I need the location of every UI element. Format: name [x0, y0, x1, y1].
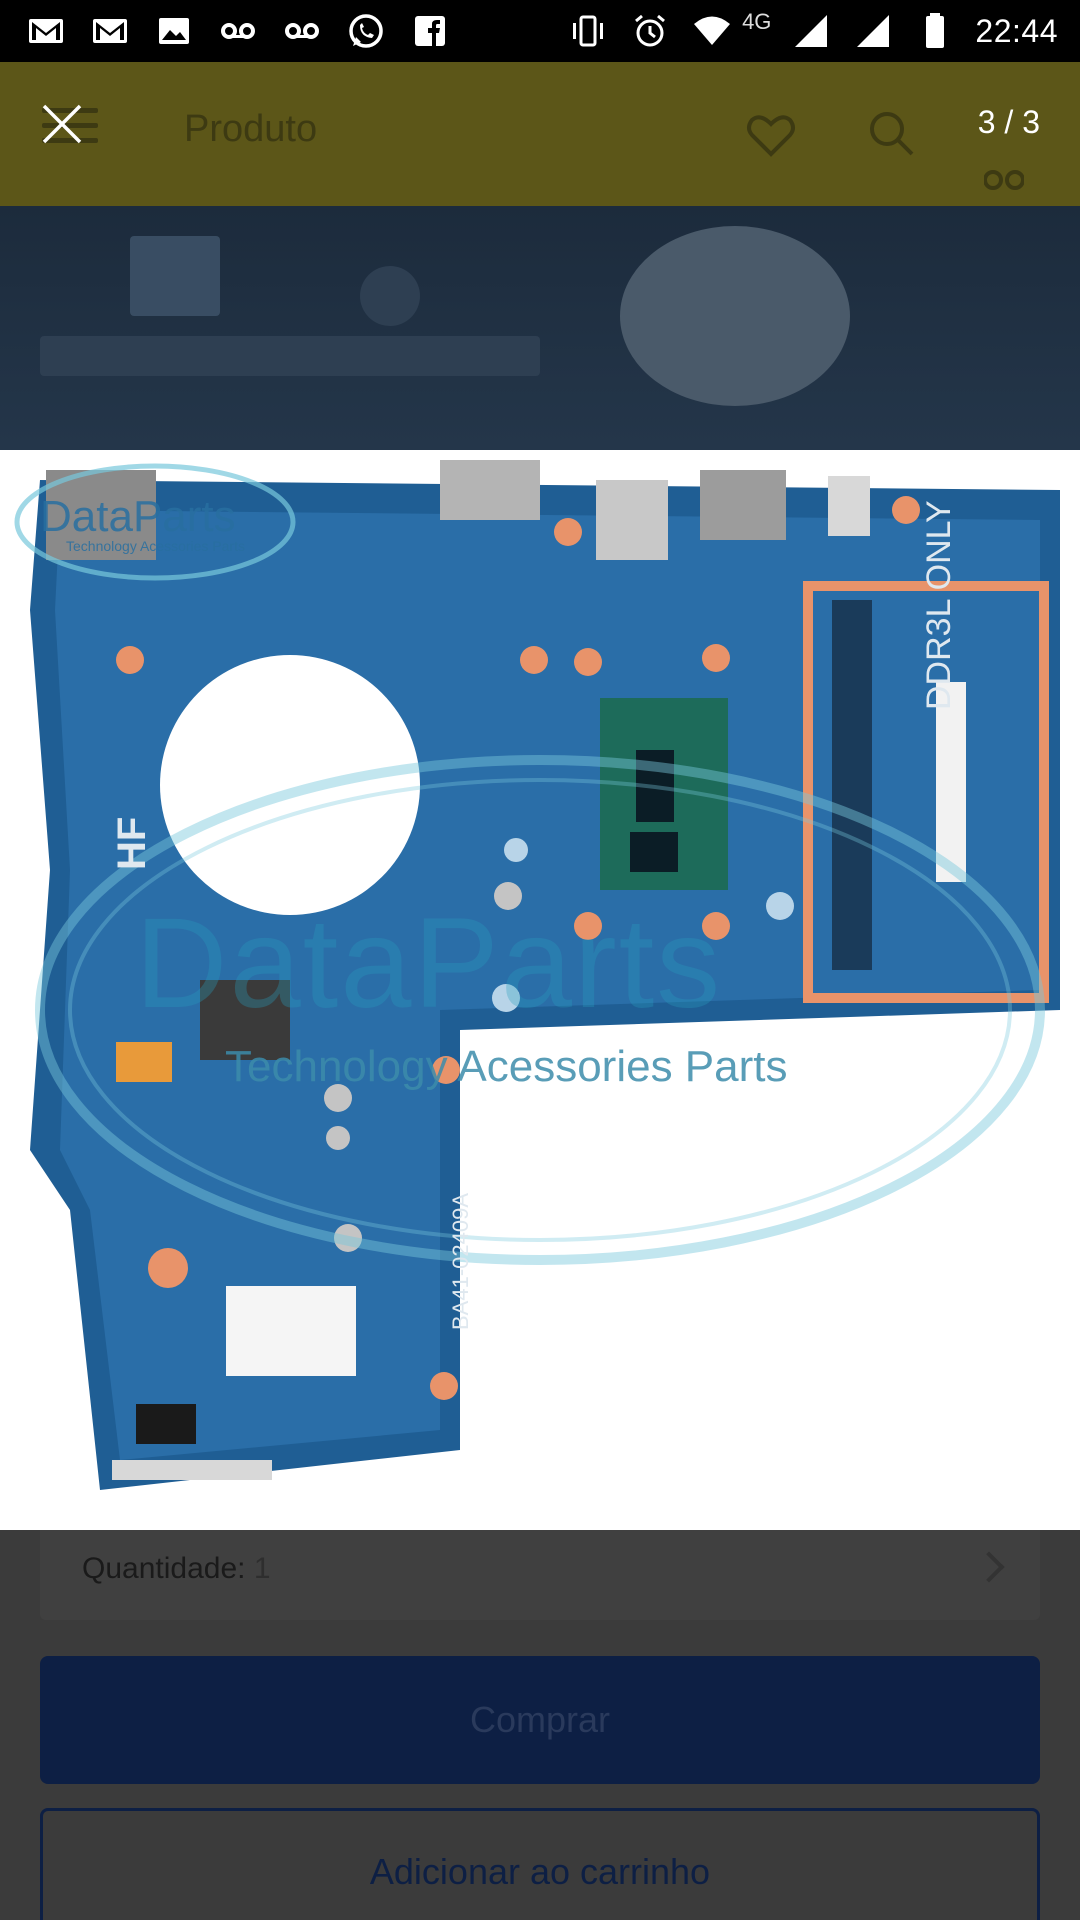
- board-label-memory: DDR3L ONLY: [920, 500, 958, 710]
- voicemail-icon: [216, 9, 260, 53]
- logo-brand: DataParts: [40, 492, 236, 541]
- gmail-icon: [24, 9, 68, 53]
- gmail-icon: [88, 9, 132, 53]
- cart-icon[interactable]: [983, 162, 1025, 192]
- quantity-selector[interactable]: Quantidade: 1: [40, 1522, 1040, 1620]
- alarm-icon: [628, 9, 672, 53]
- product-image[interactable]: DataParts Technology Acessories Parts Da…: [0, 450, 1080, 1530]
- status-bar: 4G 22:44: [0, 0, 1080, 62]
- board-label-part: BA41-02409A: [448, 1193, 473, 1330]
- add-to-cart-button[interactable]: Adicionar ao carrinho: [40, 1808, 1040, 1920]
- clock: 22:44: [975, 12, 1058, 49]
- signal-icon: [789, 9, 833, 53]
- search-icon[interactable]: [864, 106, 918, 160]
- motherboard-illustration: [14, 460, 1060, 1490]
- page-title: Produto: [184, 108, 318, 150]
- facebook-icon: [408, 9, 452, 53]
- quantity-label: Quantidade: 1: [82, 1552, 271, 1585]
- wifi-icon: [690, 9, 734, 53]
- gallery-icon: [152, 9, 196, 53]
- watermark-tagline: Technology Acessories Parts: [225, 1042, 788, 1091]
- buy-button[interactable]: Comprar: [40, 1656, 1040, 1784]
- whatsapp-icon: [344, 9, 388, 53]
- product-photo-behind: [0, 206, 1080, 450]
- watermark-brand: DataParts: [135, 892, 723, 1035]
- logo-tagline: Technology Acessories Parts: [66, 538, 245, 554]
- chevron-right-icon: [973, 1551, 1005, 1583]
- battery-icon: [913, 9, 957, 53]
- heart-icon[interactable]: [744, 108, 798, 162]
- voicemail-icon: [280, 9, 324, 53]
- vibrate-icon: [566, 9, 610, 53]
- image-counter: 3 / 3: [977, 104, 1040, 140]
- close-viewer-button[interactable]: [40, 102, 84, 146]
- app-header: Produto: [0, 62, 1080, 206]
- signal-icon: [851, 9, 895, 53]
- board-label-hf: HF: [110, 816, 154, 870]
- close-icon: [42, 104, 82, 144]
- menu-icon[interactable]: [42, 108, 98, 158]
- network-type: 4G: [742, 9, 772, 34]
